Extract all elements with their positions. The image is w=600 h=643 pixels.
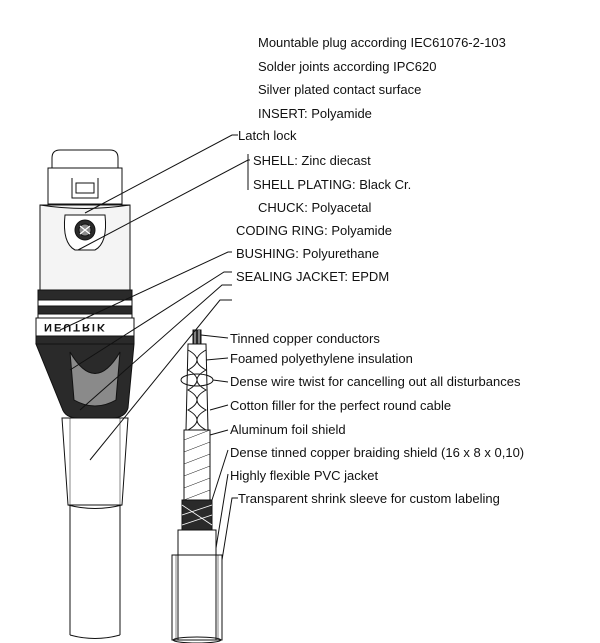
label-shell: SHELL: Zinc diecast: [253, 153, 371, 168]
label-cotton-filler: Cotton filler for the perfect round cabl…: [230, 398, 452, 413]
insert-body: [47, 167, 123, 205]
label-aluminum-foil: Aluminum foil shield: [230, 422, 346, 437]
pvc-jacket: [177, 529, 217, 641]
label-latch-lock: Latch lock: [238, 128, 297, 143]
sealing-jacket: [61, 417, 129, 506]
insulation-twist: [185, 343, 209, 431]
cable-section: [171, 329, 223, 643]
label-wire-twist: Dense wire twist for cancelling out all …: [230, 374, 521, 389]
label-bushing: BUSHING: Polyurethane: [236, 246, 380, 261]
label-pvc-jacket: Highly flexible PVC jacket: [230, 468, 379, 483]
coding-ring: [37, 289, 133, 301]
label-shrink-sleeve: Transparent shrink sleeve for custom lab…: [238, 491, 500, 506]
label-braiding-shield: Dense tinned copper braiding shield (16 …: [230, 445, 525, 460]
brand-text: NEUTRIK: [44, 321, 107, 333]
connector-cable: [69, 505, 121, 635]
label-chuck: CHUCK: Polyacetal: [258, 200, 372, 215]
xlr-connector: [35, 149, 135, 639]
label-contact-surface: Silver plated contact surface: [258, 82, 422, 97]
shrink-sleeve: [171, 554, 223, 641]
label-foamed-insulation: Foamed polyethylene insulation: [230, 351, 413, 366]
label-tinned-conductors: Tinned copper conductors: [230, 331, 380, 346]
leader-lines: [59, 134, 250, 561]
label-shell-plating: SHELL PLATING: Black Cr.: [253, 177, 412, 192]
label-sealing-jacket: SEALING JACKET: EPDM: [236, 269, 390, 284]
label-mountable-plug: Mountable plug according IEC61076-2-103: [258, 35, 506, 50]
label-coding-ring: CODING RING: Polyamide: [236, 223, 393, 238]
label-insert: INSERT: Polyamide: [258, 106, 372, 121]
latch-housing: [51, 149, 119, 169]
label-solder-joints: Solder joints according IPC620: [258, 59, 437, 74]
cotton-filler: [183, 429, 211, 501]
